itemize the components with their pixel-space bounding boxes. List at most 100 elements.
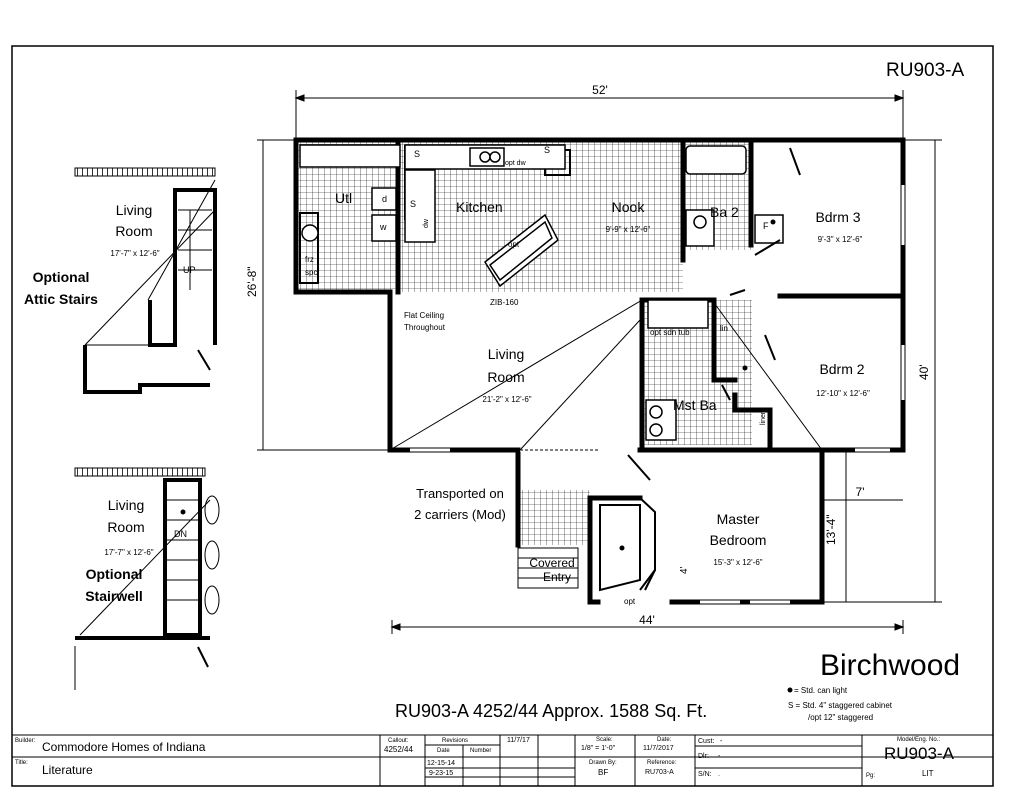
note-flat-ceiling-2: Throughout (404, 323, 445, 332)
tb-date2-label: Date: (657, 737, 672, 743)
note-master-opt: opt (624, 597, 636, 606)
room-living-size: 21'-2" x 12'-6" (482, 395, 532, 404)
tb-rev2: 9-23-15 (429, 770, 454, 777)
room-covered-entry-2: Entry (542, 570, 572, 584)
inset1-optional: Optional (32, 269, 90, 285)
note-opt-dw: opt dw (505, 160, 526, 167)
tb-title: Literature (42, 763, 93, 777)
room-master: Master (716, 511, 760, 527)
room-ba2: Ba 2 (710, 204, 739, 220)
tb-date2: 11/7/2017 (643, 745, 674, 752)
note-flat-ceiling: Flat Ceiling (404, 311, 445, 320)
tb-cust: - (720, 738, 723, 745)
note-s-3: S (410, 199, 417, 209)
tb-drawn: BF (598, 768, 609, 777)
dim-left (257, 139, 390, 451)
tb-model-label: Model/Eng. No.: (897, 737, 941, 743)
tb-pg-label: Pg: (866, 773, 876, 779)
room-nook: Nook (611, 199, 645, 215)
note-dw: dw (423, 219, 430, 228)
kitchen-island (484, 213, 559, 288)
tb-scale-label: Scale: (596, 737, 613, 743)
model-number-top: RU903-A (886, 60, 965, 81)
room-living: Living (487, 346, 525, 362)
model-title: Birchwood (820, 649, 961, 682)
inset2-dn: DN (174, 529, 187, 539)
room-kitchen: Kitchen (456, 199, 503, 215)
inset1-attic-stairs: Attic Stairs (24, 291, 98, 307)
legend-cabinet: S = Std. 4" staggered cabinet (788, 701, 893, 710)
sheet-subtitle: RU903-A 4252/44 Approx. 1588 Sq. Ft. (395, 701, 708, 721)
inset-attic-stairs (74, 167, 217, 394)
tb-reference: RU703-A (645, 769, 674, 776)
dim-bump-width-label: 7' (855, 485, 865, 499)
tb-revisions-label: Revisions (442, 738, 469, 744)
tb-cust-label: Cust: (698, 738, 715, 745)
note-zib: ZIB-160 (490, 298, 519, 307)
tb-sn: . (718, 771, 720, 778)
dim-top (294, 90, 905, 140)
tb-reference-label: Reference: (647, 760, 677, 766)
room-utility: Utl (335, 190, 353, 206)
room-bdrm2-size: 12'-10" x 12'-6" (816, 389, 870, 398)
room-master-size: 15'-3" x 12'-6" (713, 558, 763, 567)
tb-builder: Commodore Homes of Indiana (42, 740, 206, 754)
entry-floor-tile (518, 490, 590, 545)
note-dryer: d (382, 194, 388, 204)
room-bdrm3: Bdrm 3 (815, 209, 861, 225)
note-washer: w (380, 222, 387, 232)
note-opt-sdn-tub: opt sdn tub (650, 328, 690, 337)
note-transported: Transported on (416, 486, 504, 501)
room-living-2: Room (487, 369, 525, 385)
inset2-size: 17'-7" x 12'-6" (104, 548, 154, 557)
dim-bump-depth-label: 13'-4" (824, 514, 838, 545)
tb-callout: 4252/44 (384, 745, 413, 754)
room-bdrm2: Bdrm 2 (819, 361, 865, 377)
note-f: F (763, 221, 769, 231)
inset2-living-2: Room (107, 519, 145, 535)
tb-dlr-label: Dlr: (698, 753, 709, 760)
room-nook-size: 9'-9" x 12'-6" (605, 225, 651, 234)
tb-pg: LIT (922, 769, 934, 778)
inset1-living-2: Room (115, 223, 153, 239)
tb-title-label: Title: (15, 760, 28, 766)
inset2-optional: Optional (85, 566, 143, 582)
note-s-1: S (414, 149, 421, 159)
room-bdrm3-size: 9'-3" x 12'-6" (817, 235, 863, 244)
inset1-living: Living (115, 202, 153, 218)
room-master-2: Bedroom (709, 532, 767, 548)
dim-left-label: 26'-8" (245, 266, 259, 297)
tb-date-label: Date (437, 748, 450, 754)
tb-scale: 1/8" = 1'-0" (581, 745, 616, 752)
dim-small-label: 4' (679, 566, 690, 574)
inset1-size: 17'-7" x 12'-6" (110, 249, 160, 258)
sheet-border (11, 45, 994, 787)
tb-number-label: Number (470, 748, 492, 754)
dim-top-label: 52' (592, 83, 608, 97)
note-s-2: S (544, 145, 551, 155)
entry-steps (517, 547, 579, 589)
dim-right-label: 40' (917, 364, 931, 380)
tb-rev1: 12-15-14 (427, 760, 456, 767)
note-spc: spc (305, 268, 318, 277)
room-covered-entry: Covered (529, 556, 575, 570)
can-lights (180, 219, 793, 693)
dim-bottom-label: 44' (639, 613, 655, 627)
tb-rev-date-header: 11/7/17 (507, 737, 530, 744)
inset2-living: Living (107, 497, 145, 513)
dim-bottom (390, 620, 905, 634)
tb-sn-label: S/N: (698, 771, 712, 778)
doors (197, 147, 801, 668)
note-lin: lin (720, 324, 729, 333)
tb-builder-label: Builder: (15, 738, 36, 744)
note-frz: frz (305, 255, 314, 264)
tb-dlr: - (718, 753, 721, 760)
inset1-up: UP (183, 265, 196, 275)
legend-cabinet-2: /opt 12" staggered (808, 713, 874, 722)
room-master-bath: Mst Ba (673, 397, 717, 413)
tb-drawn-label: Drawn By: (589, 760, 617, 766)
inset2-stairwell: Stairwell (85, 588, 143, 604)
note-linen: linen (760, 410, 767, 425)
